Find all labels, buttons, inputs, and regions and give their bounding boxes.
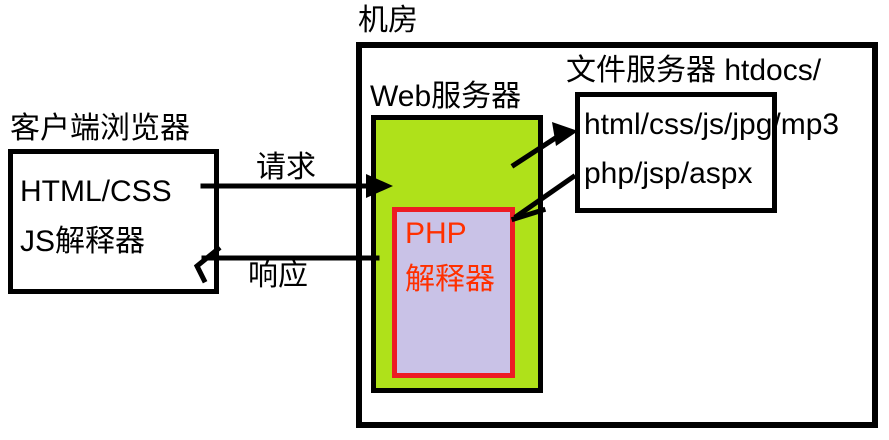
file-server-label: 文件服务器 htdocs/ [566,54,822,87]
machine-room-box [356,42,878,428]
web-server-label: Web服务器 [370,80,522,113]
client-browser-box: HTML/CSS JS解释器 [8,149,219,294]
file-server-line-static-files: html/css/js/jpg/mp3 [584,108,840,141]
machine-room-label: 机房 [358,4,418,37]
client-line-js-interpreter: JS解释器 [20,225,146,258]
php-interpreter-box: PHP 解释器 [392,207,515,378]
request-label: 请求 [256,151,316,184]
php-interpreter-line2: 解释器 [405,263,495,296]
client-browser-label: 客户端浏览器 [10,112,190,145]
file-server-line-dynamic-files: php/jsp/aspx [584,157,753,190]
response-label: 响应 [248,259,308,292]
file-server-box: html/css/js/jpg/mp3 php/jsp/aspx [575,92,839,213]
client-line-html-css: HTML/CSS [20,175,172,208]
php-interpreter-line1: PHP [405,217,467,250]
